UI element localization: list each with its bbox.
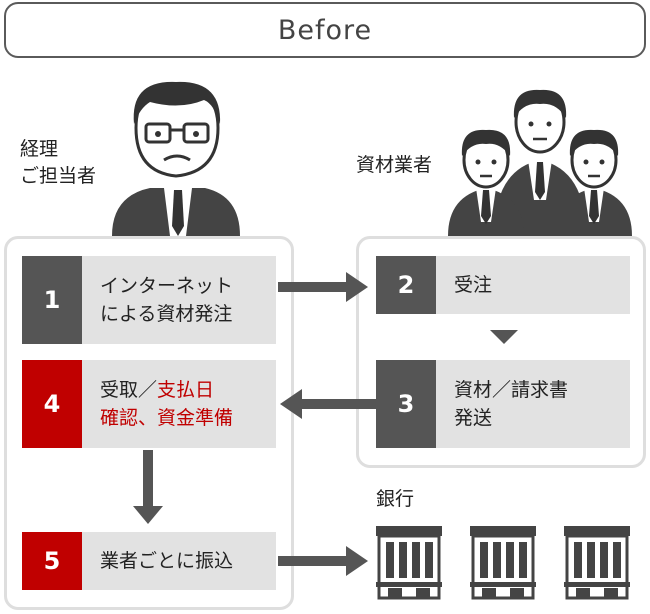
step-4-line1: 受取／支払日 [100, 376, 233, 404]
arrow-3-to-4 [280, 389, 376, 419]
bank-building-icon-3 [562, 524, 632, 600]
step-4-number: 4 [22, 360, 82, 448]
step-5-line1: 業者ごとに振込 [100, 550, 234, 572]
before-title: Before [4, 2, 646, 58]
bank-building-icon-1 [374, 524, 444, 600]
arrow-5-to-bank [278, 546, 368, 576]
arrow-4-to-5 [133, 450, 163, 524]
step-1: 1 インターネット による資材発注 [22, 256, 276, 344]
step-5-number: 5 [22, 532, 82, 590]
accounting-label-line2: ご担当者 [20, 165, 97, 187]
step-3-line2: 発送 [454, 407, 493, 429]
step-4-line1-a: 受取／ [100, 379, 158, 401]
step-3: 3 資材／請求書 発送 [376, 360, 630, 448]
bank-label: 銀行 [376, 488, 415, 510]
arrow-1-to-2 [278, 272, 368, 302]
supplier-label: 資材業者 [356, 154, 433, 176]
step-2-number: 2 [376, 256, 436, 314]
step-3-line1: 資材／請求書 [454, 379, 569, 401]
step-4-line2: 確認、資金準備 [100, 407, 234, 429]
step-2: 2 受注 [376, 256, 630, 314]
arrow-2-to-3 [490, 330, 518, 344]
step-3-number: 3 [376, 360, 436, 448]
step-1-line2: による資材発注 [100, 303, 233, 325]
accounting-label-line1: 経理 [20, 138, 59, 160]
accounting-label: 経理 ご担当者 [20, 136, 96, 190]
step-2-line1: 受注 [454, 274, 493, 296]
step-1-line1: インターネット [100, 275, 234, 297]
step-1-number: 1 [22, 256, 82, 344]
step-5: 5 業者ごとに振込 [22, 532, 276, 590]
bank-building-icon-2 [468, 524, 538, 600]
step-4: 4 受取／支払日 確認、資金準備 [22, 360, 276, 448]
step-4-line1-b: 支払日 [157, 379, 215, 401]
